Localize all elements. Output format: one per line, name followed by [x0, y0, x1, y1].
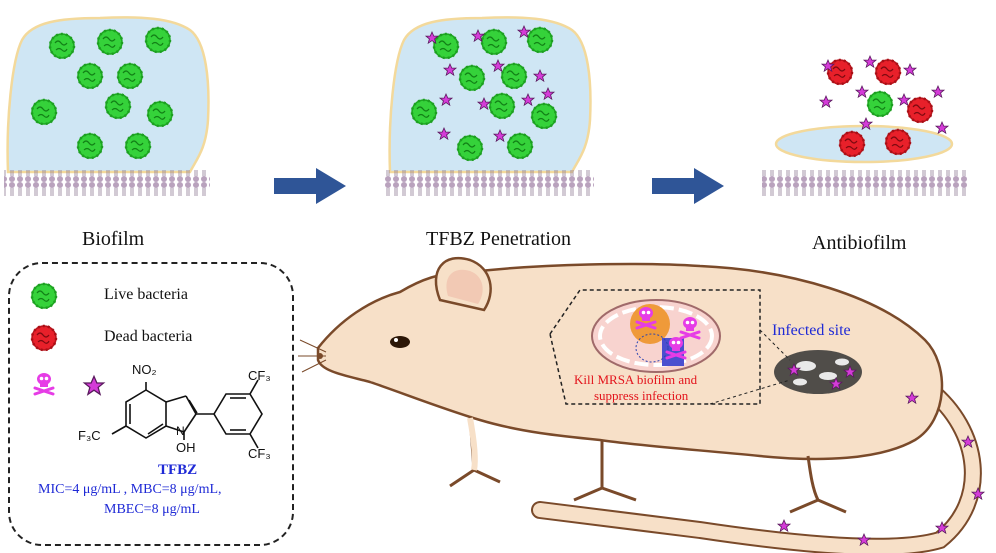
label-cf3-bottom: CF₃: [248, 446, 271, 461]
drug-star-icon: [935, 121, 949, 134]
live-bacterium: [30, 98, 58, 126]
cell-membrane: [4, 170, 210, 196]
live-bacterium: [76, 132, 104, 160]
live-bacterium: [410, 98, 438, 126]
compound-name: TFBZ: [158, 462, 198, 478]
live-bacterium: [124, 132, 152, 160]
panel-antibiofilm: [762, 55, 968, 196]
drug-star-icon: [777, 519, 791, 532]
live-bacterium: [458, 64, 486, 92]
dead-bacterium: [826, 58, 854, 86]
legend-live-label: Live bacteria: [104, 286, 188, 303]
panel-label-penetration: TFBZ Penetration: [426, 228, 571, 250]
live-bacterium: [146, 100, 174, 128]
dead-bacterium: [838, 130, 866, 158]
kill-caption-line2: suppress infection: [594, 388, 689, 403]
drug-star-icon: [903, 63, 917, 76]
mbec-value: MBEC=8 μg/mL: [104, 502, 200, 517]
live-bacterium: [432, 32, 460, 60]
infected-site-label: Infected site: [772, 322, 851, 339]
mouse-illustration: [298, 256, 985, 553]
live-bacterium: [116, 62, 144, 90]
mouse-eye: [390, 336, 410, 348]
panel-label-antibiofilm: Antibiofilm: [812, 232, 907, 254]
drug-star-icon: [897, 93, 911, 106]
live-bacterium: [488, 92, 516, 120]
live-bacterium: [866, 90, 894, 118]
drug-star-icon: [931, 85, 945, 98]
mic-values: MIC=4 μg/mL , MBC=8 μg/mL,: [38, 482, 222, 497]
mouse-hind-leg: [789, 455, 847, 514]
process-arrow: [652, 168, 724, 204]
process-arrow: [274, 168, 346, 204]
mouse-middle-leg: [573, 440, 637, 502]
drug-star-icon: [855, 85, 869, 98]
drug-star-icon: [863, 55, 877, 68]
live-bacterium: [144, 26, 172, 54]
cell-membrane: [762, 170, 968, 196]
panel-biofilm: [4, 16, 210, 196]
live-bacterium: [506, 132, 534, 160]
infected-site-lesion: [774, 350, 862, 394]
live-bacterium: [530, 102, 558, 130]
panel-penetration: [384, 16, 594, 196]
label-oh: OH: [176, 440, 196, 455]
drug-star-icon: [819, 95, 833, 108]
live-bacterium: [76, 62, 104, 90]
live-bacterium: [526, 26, 554, 54]
live-bacterium: [480, 28, 508, 56]
kill-caption-line1: Kill MRSA biofilm and: [574, 372, 698, 387]
dead-bacterium: [874, 58, 902, 86]
label-cf3-top: CF₃: [248, 368, 271, 383]
dead-bacterium: [884, 128, 912, 156]
live-bacterium: [456, 134, 484, 162]
label-f3c: F₃C: [78, 428, 101, 443]
live-bacterium: [96, 28, 124, 56]
panel-label-biofilm: Biofilm: [82, 228, 145, 250]
live-bacterium: [48, 32, 76, 60]
label-no2: NO₂: [132, 362, 157, 377]
legend-box: [8, 262, 294, 546]
label-n: N: [176, 424, 185, 438]
legend-dead-label: Dead bacteria: [104, 328, 193, 345]
tfbz-structure: [111, 379, 263, 449]
live-bacterium: [104, 92, 132, 120]
cell-membrane: [384, 170, 594, 196]
dead-bacterium: [906, 96, 934, 124]
live-bacterium: [500, 62, 528, 90]
